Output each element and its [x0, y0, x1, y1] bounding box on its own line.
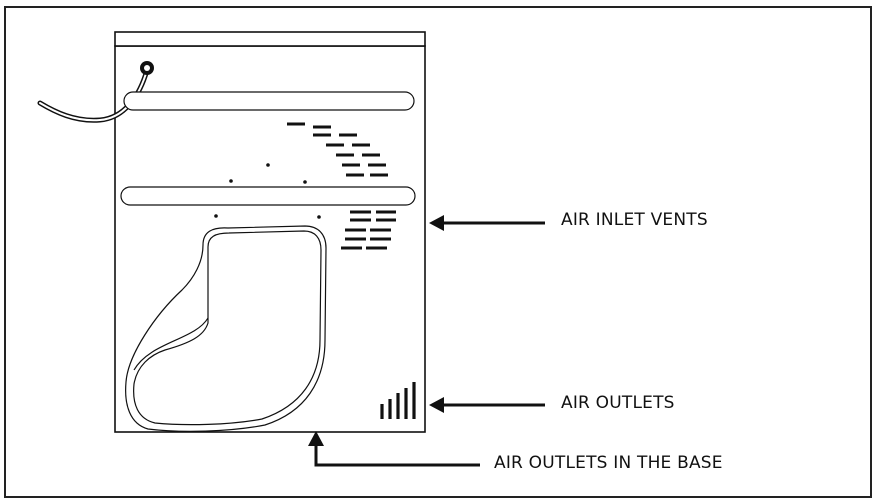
air-inlet-vent-slots	[341, 210, 396, 250]
base-outlet-arrow	[308, 431, 480, 467]
inlet-arrow	[429, 215, 545, 231]
dryer-door	[125, 225, 327, 432]
upper-vent-slots	[287, 122, 388, 177]
air-outlets-label: AIR OUTLETS	[561, 393, 675, 413]
air-outlet-slots	[380, 382, 416, 419]
panel-dots	[214, 163, 321, 219]
top-panel-slot	[123, 91, 415, 111]
outlet-arrow	[429, 397, 545, 413]
air-outlets-base-label: AIR OUTLETS IN THE BASE	[494, 453, 723, 473]
power-cord	[37, 61, 154, 123]
air-inlet-vents-label: AIR INLET VENTS	[561, 210, 708, 230]
middle-panel-slot	[120, 186, 416, 206]
